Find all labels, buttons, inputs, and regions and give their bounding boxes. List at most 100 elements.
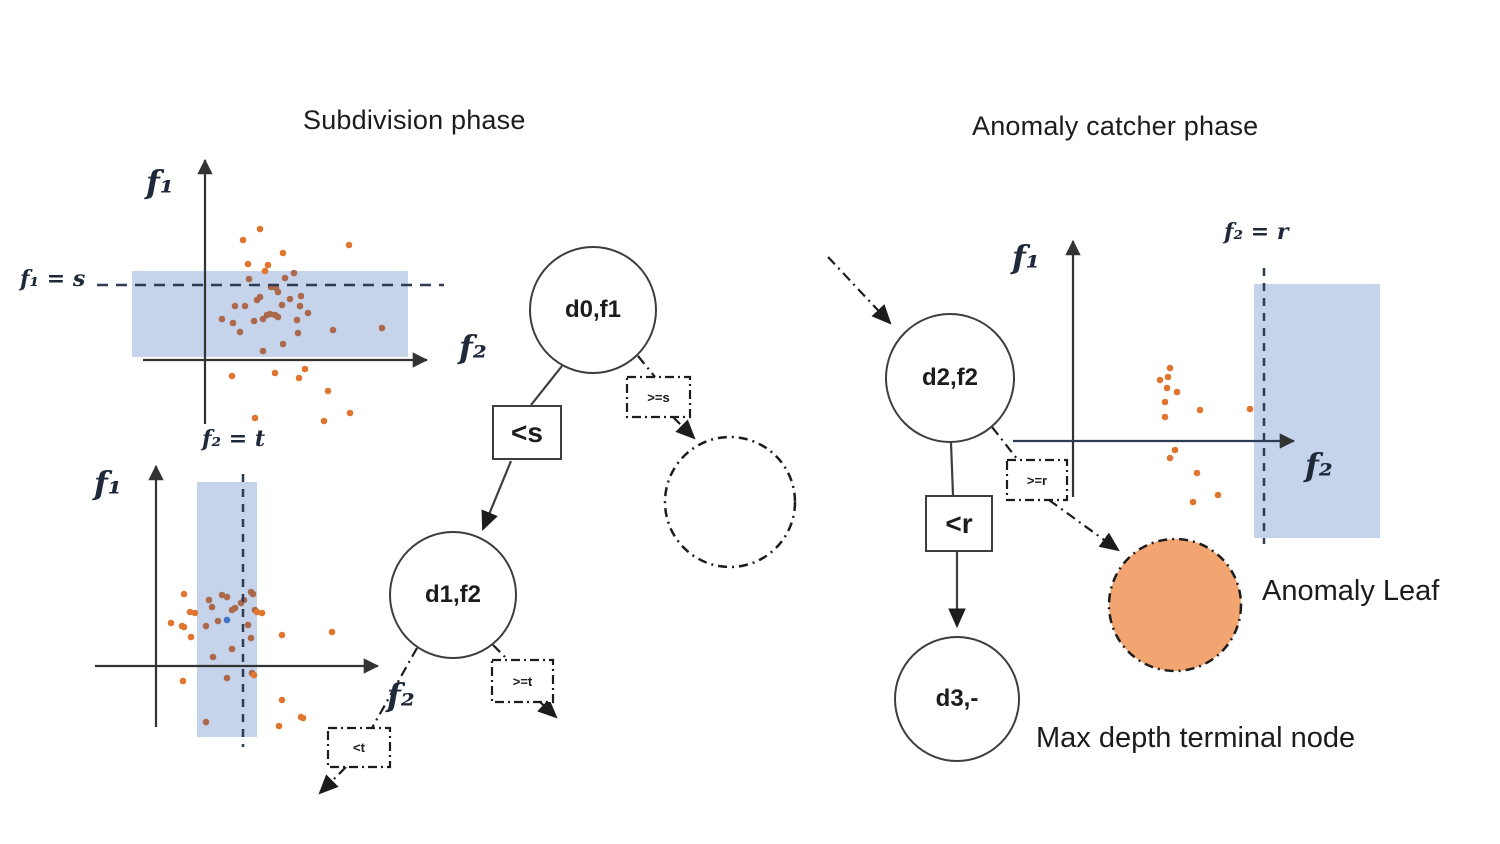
scatter-point [223,616,231,624]
scatter-point [223,593,231,601]
scatter-point [278,631,286,639]
edge-ges-box-to-empty-node [672,416,696,440]
scatter-point [299,714,307,722]
scatter-point [167,619,175,627]
scatter-point [218,315,226,323]
f1-axis-label-top-left: f₁ [146,163,174,201]
tree-node-d2-label: d2,f2 [921,364,978,391]
tree-node-d1-label: d1,f2 [424,581,481,608]
empty-dashed-node [663,435,797,569]
scatter-point [304,309,312,317]
scatter-point [290,269,298,277]
scatter-point [256,225,264,233]
scatter-point [191,609,199,617]
scatter-point [266,310,274,318]
scatter-point [244,260,252,268]
scatter-point [320,417,328,425]
scatter-point [218,591,226,599]
scatter-point [295,374,303,382]
scatter-point [278,696,286,704]
edge-ger-box-to-leaf [1048,499,1120,552]
scatter-point [1246,405,1254,413]
scatter-point [205,596,213,604]
scatter-point [274,313,282,321]
scatter-subdivision-bottom [167,588,336,730]
anomaly-catcher-phase-title: Anomaly catcher phase [972,111,1259,141]
scatter-point [279,340,287,348]
scatter-point [249,590,257,598]
scatter-point [253,296,261,304]
scatter-point [1161,413,1169,421]
edge-lt-box-arrow [318,766,347,795]
edge-d1-to-lt-box [371,647,418,729]
f1-axis-label-right: f₁ [1012,238,1040,276]
split-box-less-s: <s [492,405,562,460]
scatter-point [186,608,194,616]
f2-axis-label-right: f₂ [1305,446,1333,484]
tree-node-d3-label: d3,- [935,685,979,712]
anomaly-leaf-node [1107,537,1243,673]
scatter-point [294,329,302,337]
split-box-less-s-label: <s [511,416,543,448]
scatter-point [250,671,258,679]
scatter-point [251,414,259,422]
scatter-point [296,302,304,310]
scatter-point [228,372,236,380]
scatter-anomaly-plot [1156,364,1254,506]
scatter-point [346,409,354,417]
scatter-point [247,634,255,642]
scatter-point [229,319,237,327]
band-f2-t [197,482,257,737]
ger-box-outline [1005,458,1069,502]
scatter-point [278,301,286,309]
scatter-point [259,315,267,323]
scatter-point [231,302,239,310]
scatter-point [1189,498,1197,506]
scatter-point [245,275,253,283]
scatter-point [1163,384,1171,392]
scatter-point [1164,373,1172,381]
scatter-point [187,633,195,641]
edge-d0-to-ls-box [530,365,563,406]
scatter-point [178,622,186,630]
scatter-point [231,604,239,612]
scatter-point [202,622,210,630]
scatter-point [329,326,337,334]
scatter-point [236,328,244,336]
anomaly-leaf-annotation: Anomaly Leaf [1262,575,1440,607]
scatter-point [214,617,222,625]
split-box-ge-t-label: >=t [512,673,533,689]
scatter-point [279,249,287,257]
tree-node-d0-label: d0,f1 [564,296,621,323]
edge-incoming-to-d2 [827,256,892,325]
edge-d2-to-ger-box [991,426,1019,461]
scatter-point [378,324,386,332]
scatter-point [228,645,236,653]
max-depth-annotation: Max depth terminal node [1036,722,1356,754]
scatter-point [202,718,210,726]
scatter-point [1196,406,1204,414]
scatter-point [324,387,332,395]
scatter-point [286,295,294,303]
lt-box-outline [326,726,392,769]
edge-get-box-arrow [537,698,558,719]
scatter-point [345,241,353,249]
threshold-label-f1-s: f₁ = s [20,266,86,292]
edge-d2-to-lr-box [949,442,955,496]
f2-axis-label-top-left: f₂ [459,328,487,366]
edge-ls-box-to-d1 [481,460,513,532]
scatter-point [259,347,267,355]
tree-node-d0: d0,f1 [529,246,657,374]
split-box-less-t-label: <t [353,740,365,755]
scatter-point [328,628,336,636]
scatter-point [253,608,261,616]
split-box-ge-s-label: >=s [647,389,670,405]
split-box-less-r: <r [925,495,993,552]
scatter-point [1173,388,1181,396]
scatter-point [301,365,309,373]
scatter-point [264,261,272,269]
scatter-point [293,316,301,324]
f2-axis-label-bottom-left: f₂ [387,676,415,714]
